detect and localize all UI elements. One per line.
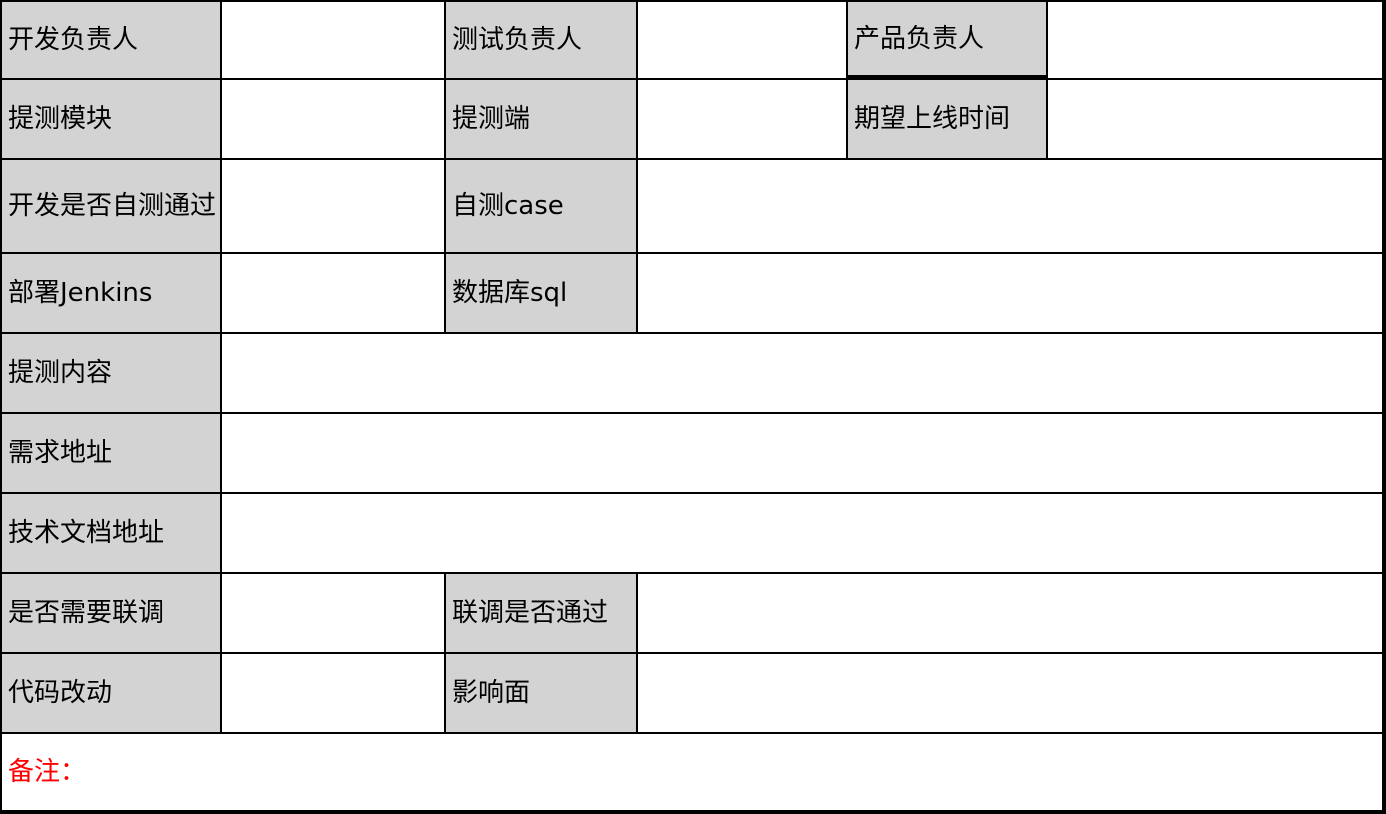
requirement-url-label: 需求地址 — [2, 414, 220, 492]
test-client-label: 提测端 — [446, 80, 636, 158]
test-client-value[interactable] — [638, 80, 846, 158]
product-owner-value[interactable] — [1048, 2, 1382, 78]
tech-doc-url-label: 技术文档地址 — [2, 494, 220, 572]
test-owner-label: 测试负责人 — [446, 2, 636, 78]
dev-owner-label: 开发负责人 — [2, 2, 220, 78]
joint-debug-passed-value[interactable] — [638, 574, 1382, 652]
self-test-case-value[interactable] — [638, 160, 1382, 252]
product-owner-label: 产品负责人 — [848, 2, 1046, 78]
impact-scope-value[interactable] — [638, 654, 1382, 732]
expected-launch-value[interactable] — [1048, 80, 1382, 158]
tech-doc-url-value[interactable] — [222, 494, 1382, 572]
code-changes-label: 代码改动 — [2, 654, 220, 732]
self-test-case-label: 自测case — [446, 160, 636, 252]
need-joint-debug-label: 是否需要联调 — [2, 574, 220, 652]
joint-debug-passed-label: 联调是否通过 — [446, 574, 636, 652]
test-content-value[interactable] — [222, 334, 1382, 412]
dev-self-test-label: 开发是否自测通过 — [2, 160, 220, 252]
test-content-label: 提测内容 — [2, 334, 220, 412]
need-joint-debug-value[interactable] — [222, 574, 444, 652]
remarks-label: 备注： — [8, 757, 87, 787]
impact-scope-label: 影响面 — [446, 654, 636, 732]
code-changes-value[interactable] — [222, 654, 444, 732]
dev-self-test-value[interactable] — [222, 160, 444, 252]
test-owner-value[interactable] — [638, 2, 846, 78]
deploy-jenkins-value[interactable] — [222, 254, 444, 332]
database-sql-value[interactable] — [638, 254, 1382, 332]
requirement-url-value[interactable] — [222, 414, 1382, 492]
database-sql-label: 数据库sql — [446, 254, 636, 332]
test-module-label: 提测模块 — [2, 80, 220, 158]
deploy-jenkins-label: 部署Jenkins — [2, 254, 220, 332]
dev-owner-value[interactable] — [222, 2, 444, 78]
test-module-value[interactable] — [222, 80, 444, 158]
remarks-cell[interactable]: 备注： — [2, 734, 1382, 810]
expected-launch-label: 期望上线时间 — [848, 80, 1046, 158]
